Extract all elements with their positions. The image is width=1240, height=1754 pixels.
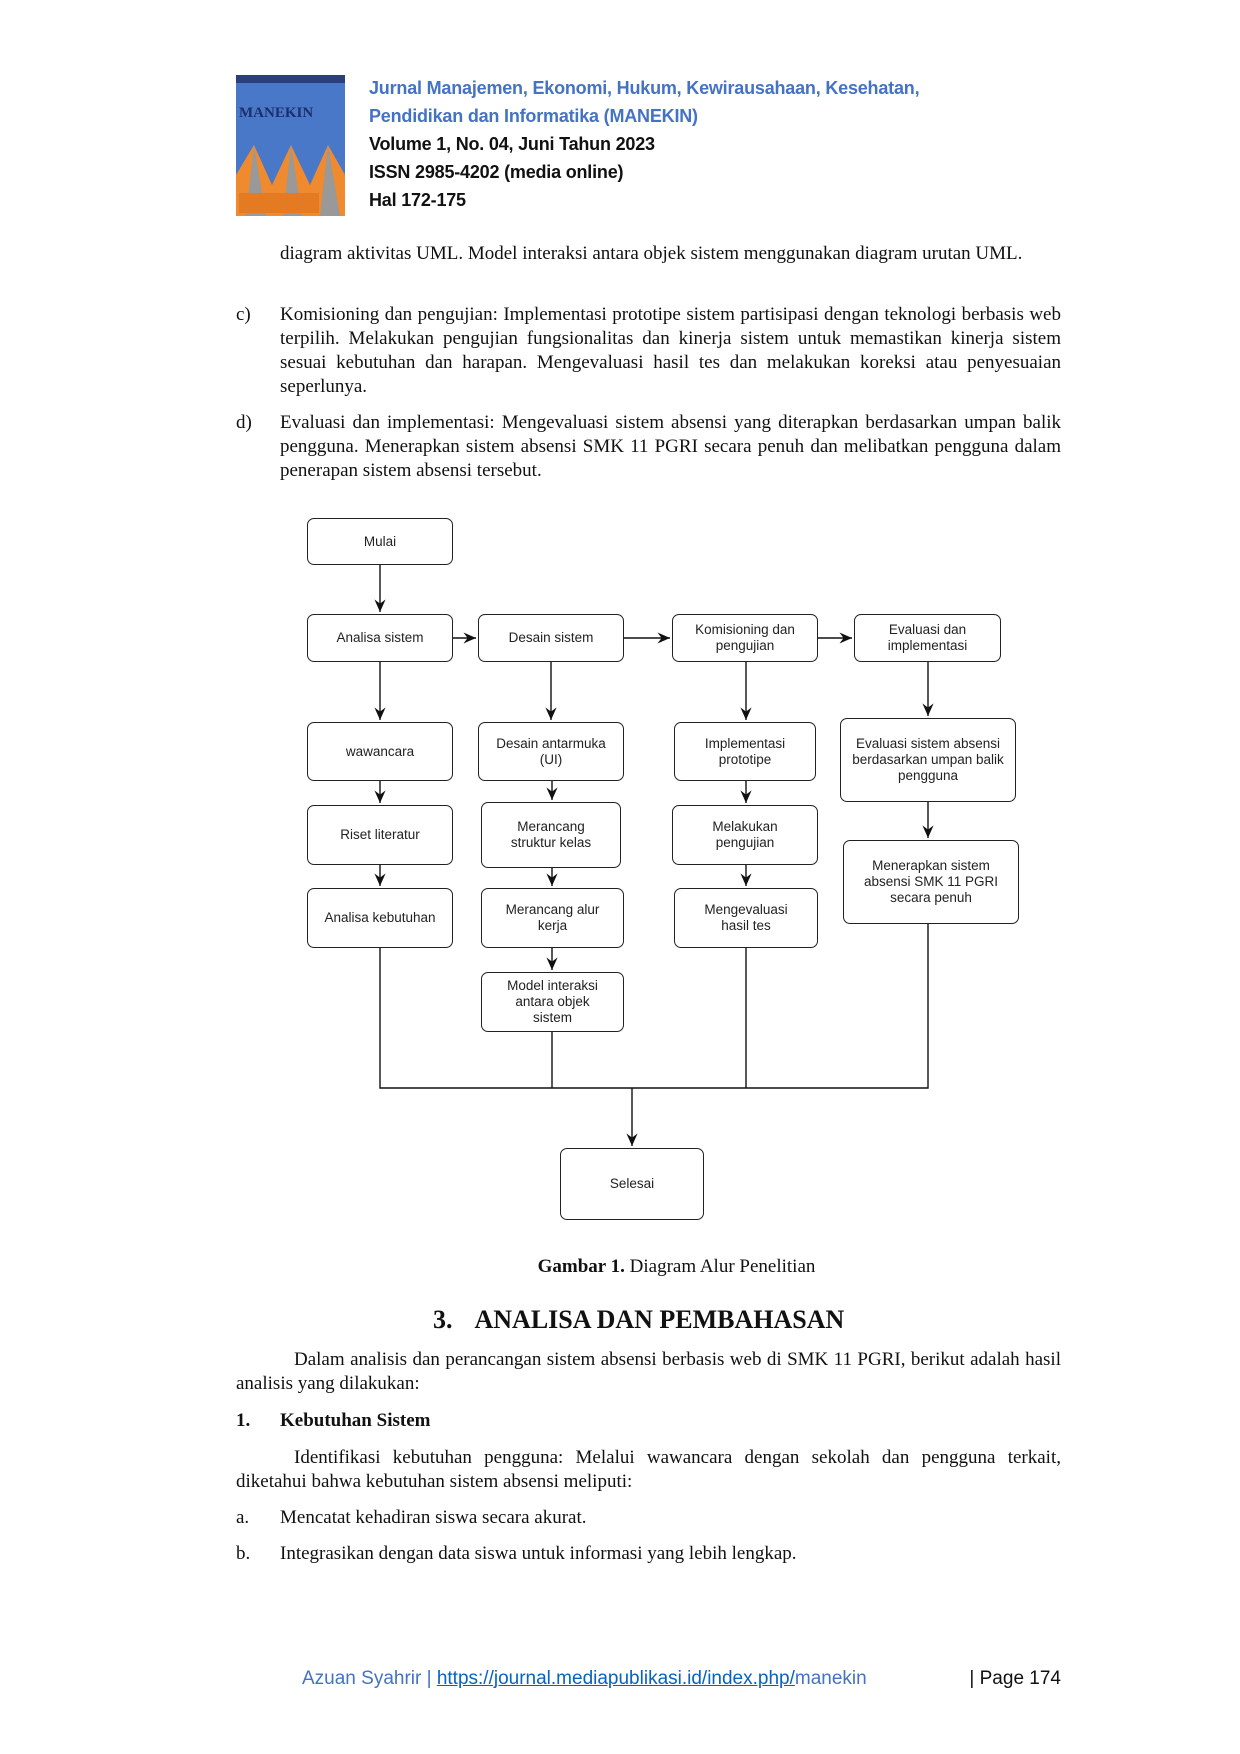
flow-node-menerapkan-sistem: Menerapkan sistem absensi SMK 11 PGRI se… xyxy=(843,840,1019,924)
flow-node-start: Mulai xyxy=(307,518,453,565)
journal-title-line2: Pendidikan dan Informatika (MANEKIN) xyxy=(369,106,698,126)
footer-page-number: | Page 174 xyxy=(969,1668,1061,1689)
flow-node-alur-kerja: Merancang alur kerja xyxy=(481,888,624,948)
journal-issn: ISSN 2985-4202 (media online) xyxy=(369,162,624,182)
journal-cover-image: MANEKIN xyxy=(236,75,345,216)
flow-node-melakukan-pengujian: Melakukan pengujian xyxy=(672,805,818,865)
journal-volume: Volume 1, No. 04, Juni Tahun 2023 xyxy=(369,134,655,154)
flow-node-struktur-kelas: Merancang struktur kelas xyxy=(481,802,621,868)
subsection-number: 1. xyxy=(236,1410,251,1431)
paragraph-continuation: diagram aktivitas UML. Model interaksi a… xyxy=(280,243,1023,264)
subsection-title: Kebutuhan Sistem xyxy=(280,1410,431,1431)
list-marker-c: c) xyxy=(236,304,251,325)
flow-node-wawancara: wawancara xyxy=(307,722,453,781)
flow-node-analisa-sistem: Analisa sistem xyxy=(307,614,453,662)
page-footer: Azuan Syahrir | https://journal.mediapub… xyxy=(302,1668,867,1690)
list-marker-a: a. xyxy=(236,1507,250,1528)
list-marker-b: b. xyxy=(236,1543,251,1564)
footer-journal-link[interactable]: https://journal.mediapublikasi.id/index.… xyxy=(436,1668,795,1689)
flow-node-evaluasi-sistem: Evaluasi sistem absensi berdasarkan umpa… xyxy=(840,718,1016,802)
section-title: ANALISA DAN PEMBAHASAN xyxy=(474,1305,845,1334)
figure-caption: Gambar 1. Diagram Alur Penelitian xyxy=(236,1256,1061,1278)
section-heading: 3. ANALISA DAN PEMBAHASAN xyxy=(433,1305,844,1335)
flow-node-model-interaksi: Model interaksi antara objek sistem xyxy=(481,972,624,1032)
flow-node-desain-antarmuka: Desain antarmuka (UI) xyxy=(478,722,624,781)
journal-header: Jurnal Manajemen, Ekonomi, Hukum, Kewira… xyxy=(369,74,920,214)
list-item-c: Komisioning dan pengujian: Implementasi … xyxy=(280,304,1061,397)
flow-node-riset-literatur: Riset literatur xyxy=(307,805,453,865)
section-number: 3. xyxy=(433,1305,453,1334)
cover-logo-text: MANEKIN xyxy=(239,105,314,121)
section-intro: Dalam analisis dan perancangan sistem ab… xyxy=(236,1349,1061,1394)
flow-node-evaluasi-implementasi: Evaluasi dan implementasi xyxy=(854,614,1001,662)
list-item-a: Mencatat kehadiran siswa secara akurat. xyxy=(280,1507,587,1528)
list-item-b: Integrasikan dengan data siswa untuk inf… xyxy=(280,1543,797,1564)
journal-pages: Hal 172-175 xyxy=(369,190,466,210)
list-item-d: Evaluasi dan implementasi: Mengevaluasi … xyxy=(280,412,1061,481)
subsection-paragraph: Identifikasi kebutuhan pengguna: Melalui… xyxy=(236,1447,1061,1492)
flow-node-analisa-kebutuhan: Analisa kebutuhan xyxy=(307,888,453,948)
flow-node-komisioning: Komisioning dan pengujian xyxy=(672,614,818,662)
figure-caption-text: Diagram Alur Penelitian xyxy=(624,1256,816,1277)
journal-title-line1: Jurnal Manajemen, Ekonomi, Hukum, Kewira… xyxy=(369,78,920,98)
figure-caption-label: Gambar 1. xyxy=(537,1256,625,1277)
list-marker-d: d) xyxy=(236,412,252,433)
footer-author: Azuan Syahrir | xyxy=(302,1668,437,1689)
footer-url-suffix: manekin xyxy=(794,1668,867,1689)
flow-node-implementasi-prototipe: Implementasi prototipe xyxy=(674,722,816,781)
flow-node-desain-sistem: Desain sistem xyxy=(478,614,624,662)
flow-node-end: Selesai xyxy=(560,1148,704,1220)
flow-node-mengevaluasi-hasil: Mengevaluasi hasil tes xyxy=(674,888,818,948)
